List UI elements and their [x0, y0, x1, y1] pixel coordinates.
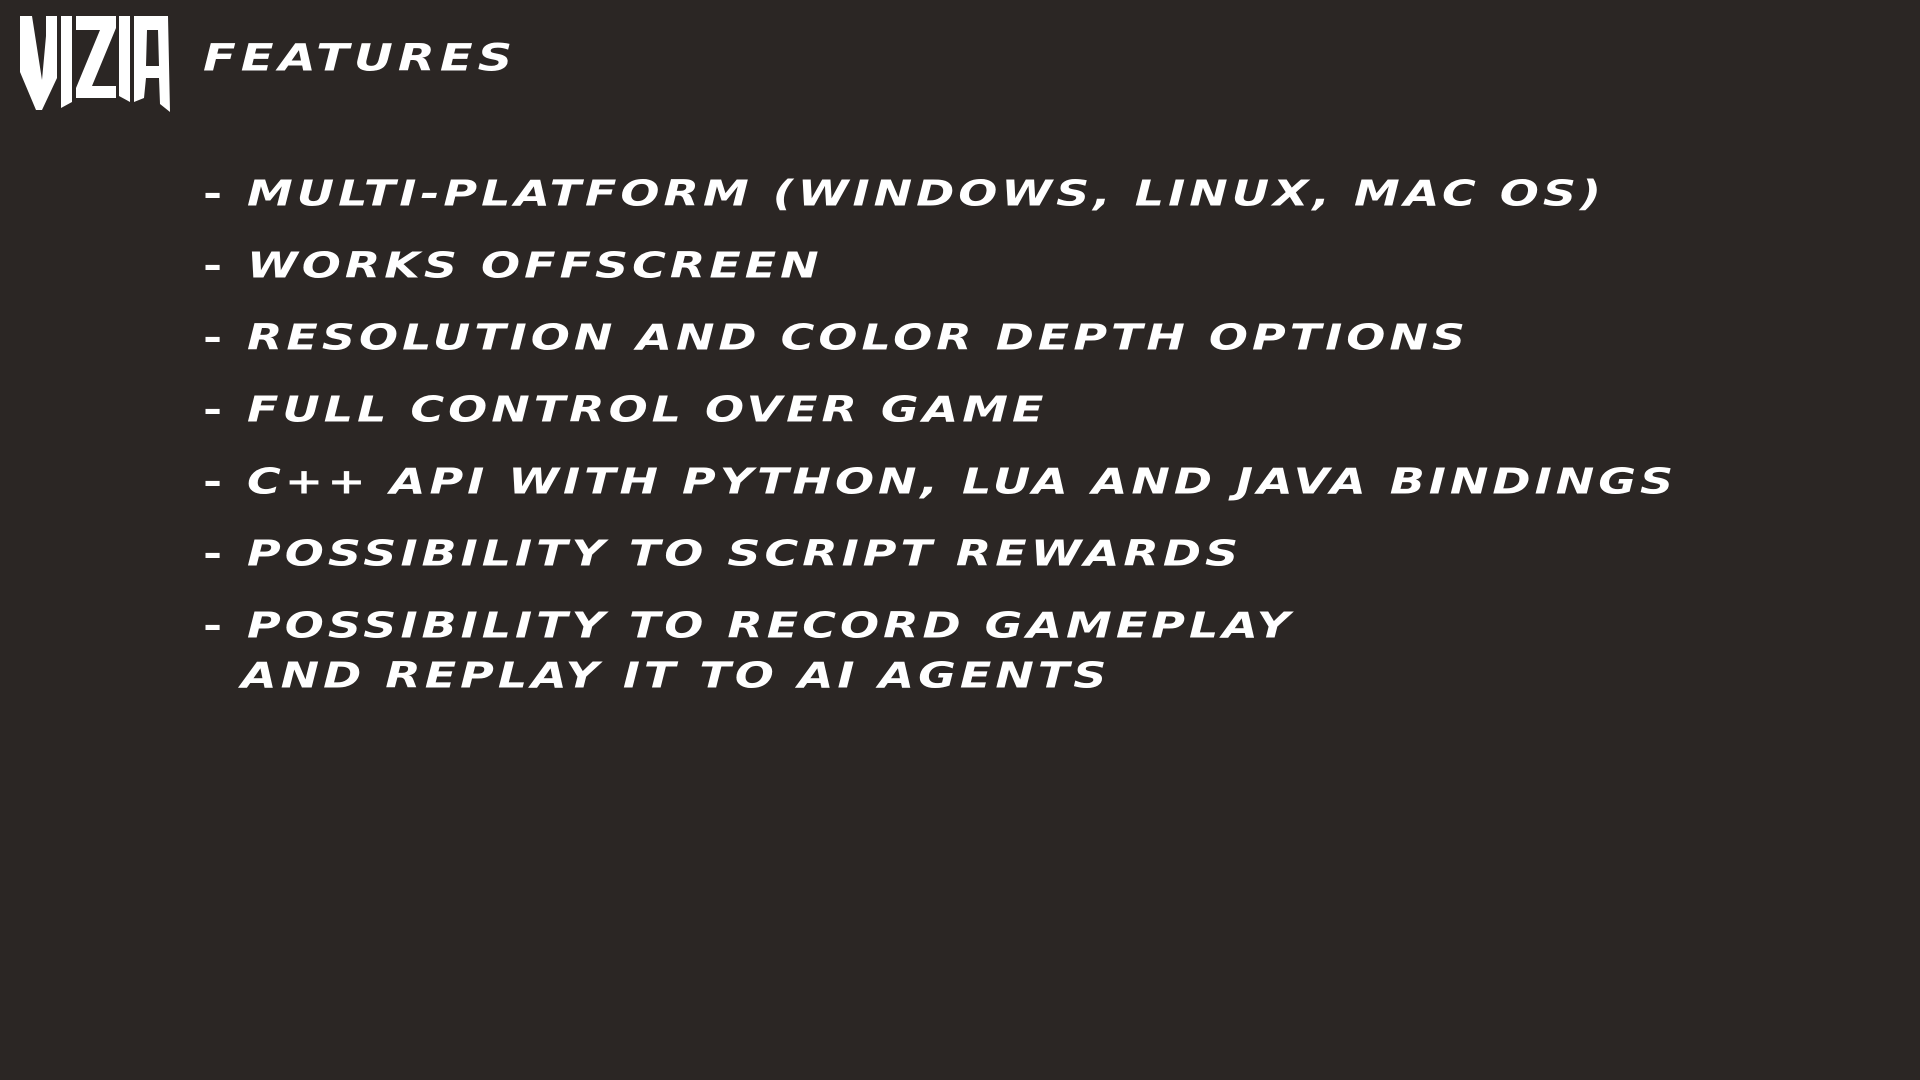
feature-item: - Resolution and color depth options	[203, 319, 1883, 367]
vizia-logo	[20, 16, 172, 112]
feature-text-line: and replay it to AI agents	[241, 653, 1111, 696]
feature-text: C++ API with Python, Lua and Java bindin…	[247, 459, 1678, 502]
bullet-marker: -	[203, 387, 227, 430]
bullet-marker: -	[203, 315, 227, 358]
bullet-marker: -	[203, 243, 227, 286]
feature-item: - Works offscreen	[203, 247, 1883, 295]
bullet-marker: -	[203, 459, 227, 502]
feature-text-line: Possibility to record gameplay	[247, 603, 1294, 646]
feature-text: Full control over game	[247, 387, 1048, 430]
feature-list: - Multi-platform (Windows, Linux, Mac OS…	[203, 175, 1883, 723]
bullet-marker: -	[203, 531, 227, 574]
feature-item: - Full control over game	[203, 391, 1883, 439]
feature-item: - Multi-platform (Windows, Linux, Mac OS…	[203, 175, 1883, 223]
feature-text: Resolution and color depth options	[247, 315, 1469, 358]
feature-item: - C++ API with Python, Lua and Java bind…	[203, 463, 1883, 511]
feature-item: - Possibility to record gameplay and rep…	[203, 607, 1883, 699]
feature-item: - Possibility to script rewards	[203, 535, 1883, 583]
feature-text: Multi-platform (Windows, Linux, Mac OS)	[247, 171, 1605, 214]
feature-text: Works offscreen	[247, 243, 823, 286]
feature-text-block: Possibility to record gameplay and repla…	[241, 603, 1294, 703]
feature-text: Possibility to script rewards	[247, 531, 1243, 574]
bullet-marker: -	[203, 171, 227, 214]
bullet-marker: -	[203, 603, 227, 646]
slide-title: Features	[203, 36, 518, 80]
